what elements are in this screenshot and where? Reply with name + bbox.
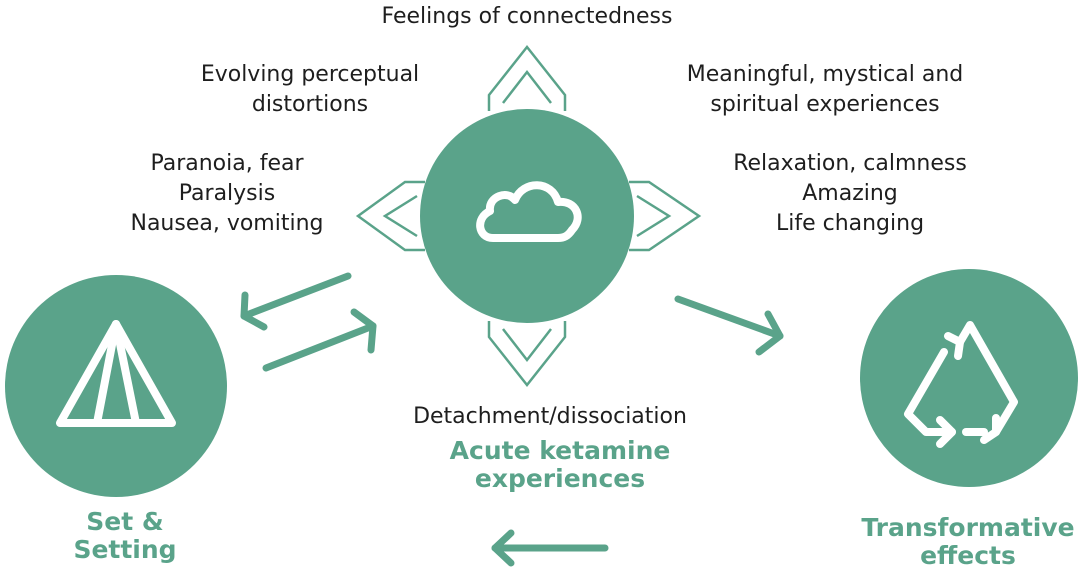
set-and-setting-circle: [5, 275, 227, 497]
label-detachment-dissociation: Detachment/dissociation: [413, 404, 687, 429]
label-feelings-of-connectedness: Feelings of connectedness: [381, 4, 673, 29]
tent-icon: [56, 320, 176, 427]
bottom-petal-icon: [487, 321, 567, 388]
acute-experiences-circle: [420, 109, 634, 323]
left-petal-icon: [355, 180, 425, 252]
right-petal-icon: [629, 180, 702, 252]
set-setting-title: Set & Setting: [73, 507, 177, 564]
arrow-to-set-setting-icon: [240, 272, 352, 331]
arrow-back-bottom-icon: [491, 529, 609, 567]
acute-experiences-title: Acute ketamine experiences: [449, 436, 671, 493]
recycle-icon: [904, 321, 1018, 448]
transformative-effects-circle: [860, 269, 1078, 487]
label-negative-effects: Paranoia, fear Paralysis Nausea, vomitin…: [130, 151, 324, 236]
label-mystical-experiences: Meaningful, mystical and spiritual exper…: [686, 62, 964, 117]
arrow-to-acute-icon: [262, 308, 377, 372]
cloud-icon: [476, 181, 582, 242]
top-petal-icon: [487, 44, 567, 111]
label-positive-effects: Relaxation, calmness Amazing Life changi…: [733, 151, 967, 236]
transformative-effects-title: Transformative effects: [861, 513, 1075, 570]
arrow-to-transformative-icon: [674, 295, 784, 356]
label-perceptual-distortions: Evolving perceptual distortions: [200, 62, 420, 117]
